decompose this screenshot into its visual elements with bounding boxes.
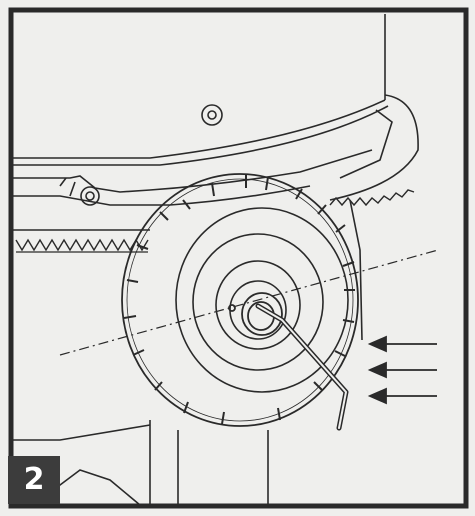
arrow-head-3 xyxy=(367,387,387,405)
blade-flange xyxy=(175,207,349,393)
bracket-screw xyxy=(80,186,100,206)
arrow-head-1 xyxy=(367,335,387,353)
center-axis-line xyxy=(59,249,439,356)
direction-arrows xyxy=(367,335,437,405)
arrow-head-2 xyxy=(367,361,387,379)
saw-blade xyxy=(121,173,359,427)
step-number-badge: 2 xyxy=(8,456,60,504)
gear-rack-right xyxy=(329,189,415,207)
hex-key-highlight xyxy=(257,305,347,429)
machine-housing xyxy=(13,14,419,231)
figure-frame xyxy=(8,7,469,509)
housing-screw xyxy=(201,104,223,126)
lower-housing xyxy=(13,199,363,506)
gear-rack-left xyxy=(15,238,149,252)
